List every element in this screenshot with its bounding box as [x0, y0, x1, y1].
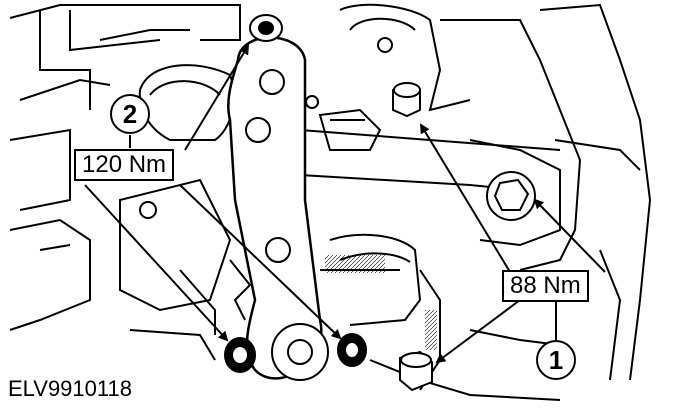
- lower-right-nut-icon: [337, 333, 367, 367]
- arrow-120nm-lower-left: [84, 184, 229, 342]
- torque-label-88nm: 88 Nm: [502, 270, 589, 302]
- hatched-areas: [325, 255, 437, 350]
- callout-2: 2: [110, 94, 150, 134]
- lower-right-bolt-icon: [399, 350, 433, 392]
- arrow-120nm-top: [184, 44, 250, 151]
- arrow-88nm-center: [533, 198, 606, 273]
- arrow-88nm-lower: [435, 299, 521, 364]
- arrow-88nm-upper: [419, 123, 511, 273]
- arm-holes: [245, 69, 329, 381]
- figure-id: ELV9910118: [8, 376, 132, 401]
- center-right-bolt-icon: [486, 171, 536, 221]
- torque-label-120nm: 120 Nm: [74, 149, 175, 181]
- top-bolt-icon: [249, 14, 283, 42]
- torque-label-88nm-text: 88 Nm: [510, 272, 581, 299]
- callout-1-number: 1: [548, 345, 564, 375]
- callout-1: 1: [536, 340, 576, 380]
- lower-left-nut-icon: [224, 337, 256, 373]
- arrow-120nm-lower-right: [179, 184, 342, 340]
- torque-label-120nm-text: 120 Nm: [82, 151, 167, 178]
- arrows: [84, 44, 606, 364]
- upper-right-bolt-icon: [392, 82, 421, 118]
- callout-2-number: 2: [122, 99, 138, 129]
